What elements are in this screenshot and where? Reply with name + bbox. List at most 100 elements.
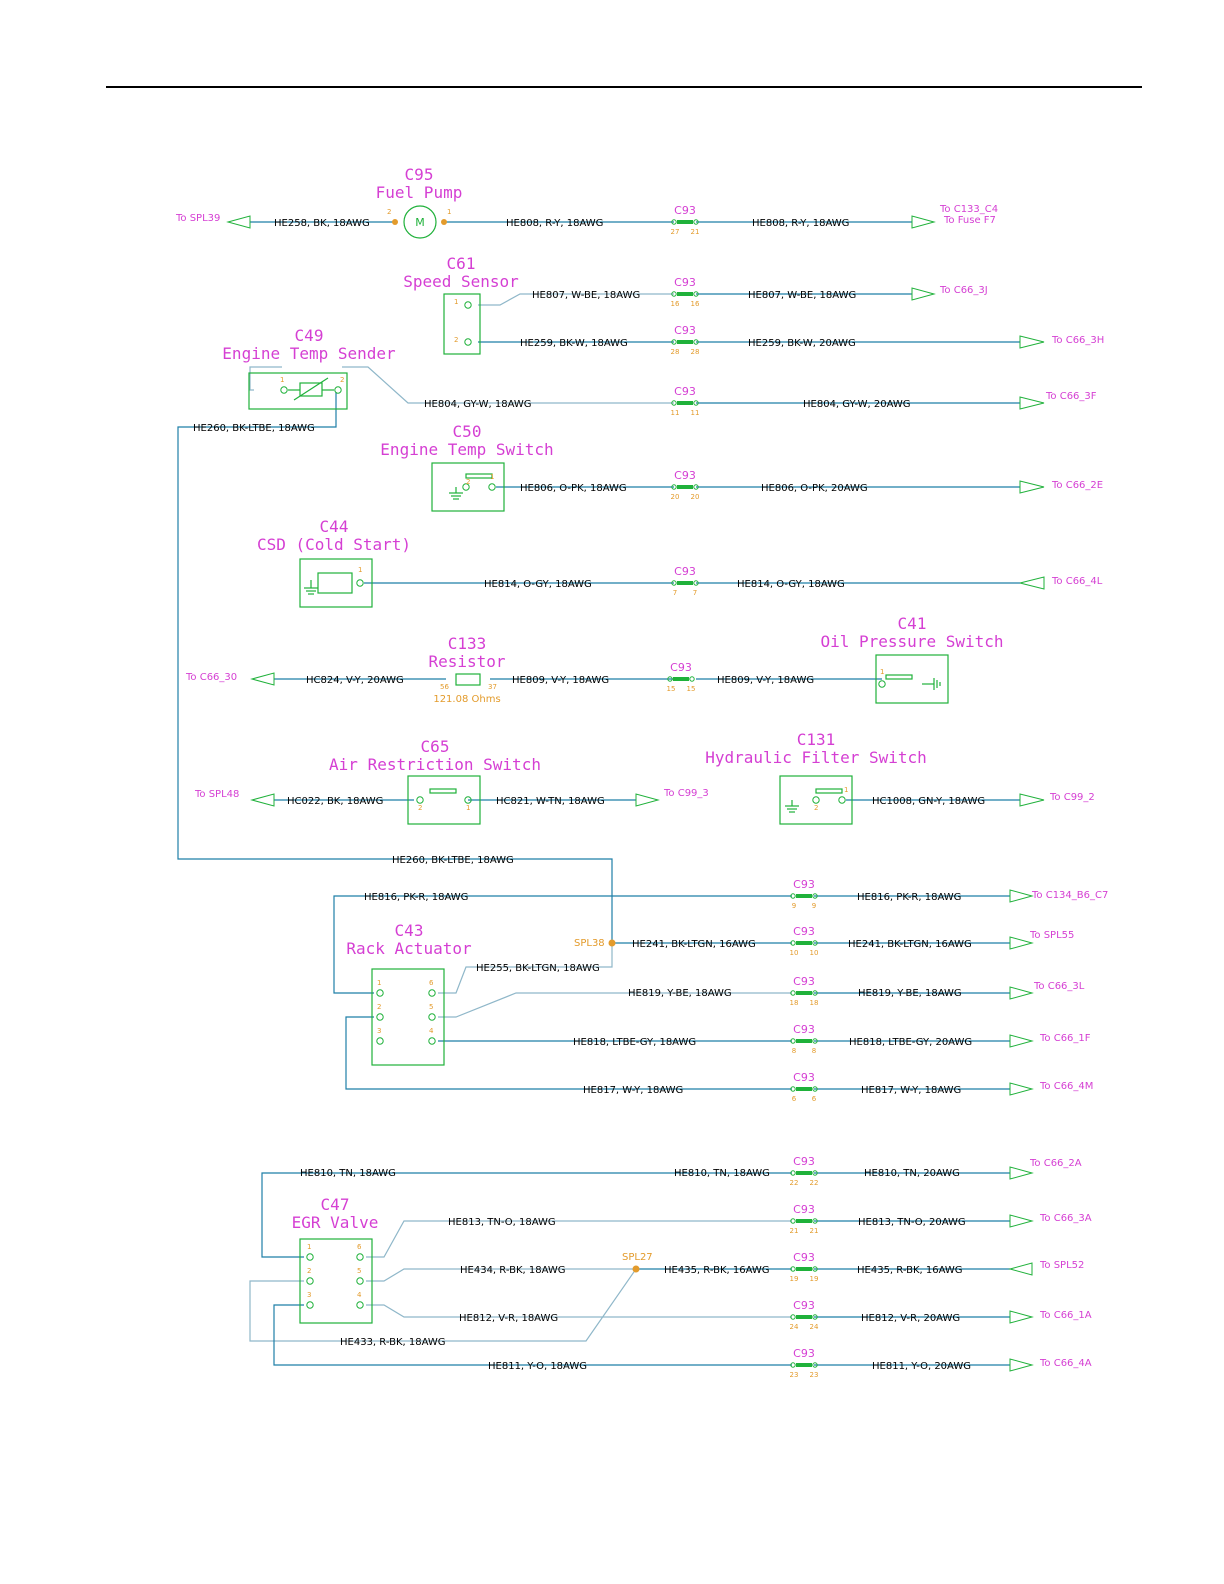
- c93-label: C93: [674, 276, 696, 289]
- c93-pin-number: 28: [671, 348, 680, 356]
- dest-fuse-f7: To Fuse F7: [943, 215, 996, 226]
- c93-terminal: [693, 484, 699, 490]
- c93-terminal: [790, 893, 796, 899]
- c93-terminal: [671, 400, 677, 406]
- wire-label: HE817, W-Y, 18AWG: [861, 1085, 961, 1096]
- wire-label: HE816, PK-R, 18AWG: [364, 892, 468, 903]
- wire-label: HE811, Y-O, 18AWG: [488, 1361, 587, 1372]
- wire-layer: [177, 221, 1020, 1366]
- c93-label: C93: [793, 1251, 815, 1264]
- c93-terminal: [812, 1218, 818, 1224]
- c65-id: C65: [421, 737, 450, 756]
- c93-body: [673, 677, 689, 681]
- svg-text:1: 1: [447, 208, 451, 216]
- c43-id: C43: [395, 921, 424, 940]
- c93-body: [796, 1171, 812, 1175]
- svg-text:1: 1: [844, 786, 848, 794]
- dest-c66-2a: To C66_2A: [1029, 1158, 1082, 1169]
- component-titles: C95 Fuel Pump C61 Speed Sensor C49 Engin…: [222, 165, 1003, 1232]
- c93-pin-number: 23: [790, 1371, 799, 1379]
- dest-spl39: To SPL39: [175, 213, 220, 224]
- wire-label: HE260, BK-LTBE, 18AWG: [193, 423, 315, 434]
- component-pin-numbers: 2 1 1 2 1 2 2 1 1 56 37 1 2 1 2 1 1 2 3 …: [280, 208, 884, 1299]
- c93-terminal: [790, 1314, 796, 1320]
- svg-text:4: 4: [429, 1027, 434, 1035]
- wire-label: HC824, V-Y, 20AWG: [306, 675, 404, 686]
- wire-label: HE259, BK-W, 18AWG: [520, 338, 628, 349]
- c93-pin-number: 22: [810, 1179, 819, 1187]
- svg-text:2: 2: [377, 1003, 381, 1011]
- ground-icon-c44: [304, 580, 318, 595]
- wire-label: HC821, W-TN, 18AWG: [496, 796, 605, 807]
- c93-label: C93: [670, 661, 692, 674]
- svg-text:1: 1: [358, 566, 362, 574]
- dest-c66-4m: To C66_4M: [1039, 1081, 1093, 1092]
- svg-text:1: 1: [880, 668, 884, 676]
- ground-icon-c50: [449, 487, 463, 500]
- wire-label: HE241, BK-LTGN, 16AWG: [848, 939, 972, 950]
- speed-sensor-box: [443, 293, 481, 355]
- c93-terminal: [689, 676, 695, 682]
- svg-text:M: M: [415, 216, 425, 229]
- wire-label: HE255, BK-LTGN, 18AWG: [476, 963, 600, 974]
- temp-sender-box: [248, 372, 348, 410]
- c93-body: [677, 220, 693, 224]
- c93-pin-number: 21: [810, 1227, 819, 1235]
- wire-label: HE435, R-BK, 16AWG: [857, 1265, 963, 1276]
- c93-label: C93: [793, 975, 815, 988]
- svg-text:2: 2: [307, 1267, 311, 1275]
- c93-body: [796, 941, 812, 945]
- svg-text:1: 1: [377, 979, 381, 987]
- dest-c133-c4: To C133_C4: [939, 204, 998, 215]
- c93-terminal: [812, 1038, 818, 1044]
- c93-terminal: [693, 400, 699, 406]
- c41-name: Oil Pressure Switch: [820, 632, 1003, 651]
- svg-text:3: 3: [307, 1291, 311, 1299]
- c61-id: C61: [447, 254, 476, 273]
- c93-pin-number: 11: [691, 409, 700, 417]
- c93-terminal: [693, 580, 699, 586]
- wire-label: HE258, BK, 18AWG: [274, 218, 370, 229]
- wire-label: HE808, R-Y, 18AWG: [506, 218, 603, 229]
- wire-label: HE809, V-Y, 18AWG: [512, 675, 609, 686]
- svg-text:1: 1: [280, 376, 284, 384]
- c93-body: [677, 340, 693, 344]
- splice-label-spl38: SPL38: [574, 938, 605, 949]
- c131-id: C131: [797, 730, 836, 749]
- c44-name: CSD (Cold Start): [257, 535, 411, 554]
- dest-c66-1a: To C66_1A: [1039, 1310, 1092, 1321]
- c93-pin-number: 20: [691, 493, 700, 501]
- dest-c66-3a: To C66_3A: [1039, 1213, 1092, 1224]
- svg-text:2: 2: [466, 478, 470, 486]
- c49-id: C49: [295, 326, 324, 345]
- c93-pin-number: 11: [671, 409, 680, 417]
- svg-text:1: 1: [466, 804, 470, 812]
- c93-pin-number: 8: [792, 1047, 796, 1055]
- c93-body: [796, 1039, 812, 1043]
- c93-pin-number: 24: [790, 1323, 799, 1331]
- c47-name: EGR Valve: [292, 1213, 379, 1232]
- svg-text:3: 3: [377, 1027, 381, 1035]
- c93-pin-number: 7: [673, 589, 677, 597]
- c93-pin-number: 7: [693, 589, 697, 597]
- c93-label: C93: [674, 204, 696, 217]
- wire-label: HE814, O-GY, 18AWG: [484, 579, 592, 590]
- wire-label: HE259, BK-W, 20AWG: [748, 338, 856, 349]
- svg-text:5: 5: [429, 1003, 433, 1011]
- c93-pin-number: 8: [812, 1047, 816, 1055]
- c133-id: C133: [448, 634, 487, 653]
- c93-terminal: [671, 484, 677, 490]
- c93-pin-number: 6: [812, 1095, 817, 1103]
- c93-pin-number: 18: [790, 999, 799, 1007]
- splice-dot-spl38: [608, 939, 616, 947]
- c93-terminal: [790, 1170, 796, 1176]
- ground-symbols: [304, 487, 941, 813]
- c93-body: [677, 485, 693, 489]
- c93-label: C93: [793, 1203, 815, 1216]
- wire-label: HE812, V-R, 20AWG: [861, 1313, 960, 1324]
